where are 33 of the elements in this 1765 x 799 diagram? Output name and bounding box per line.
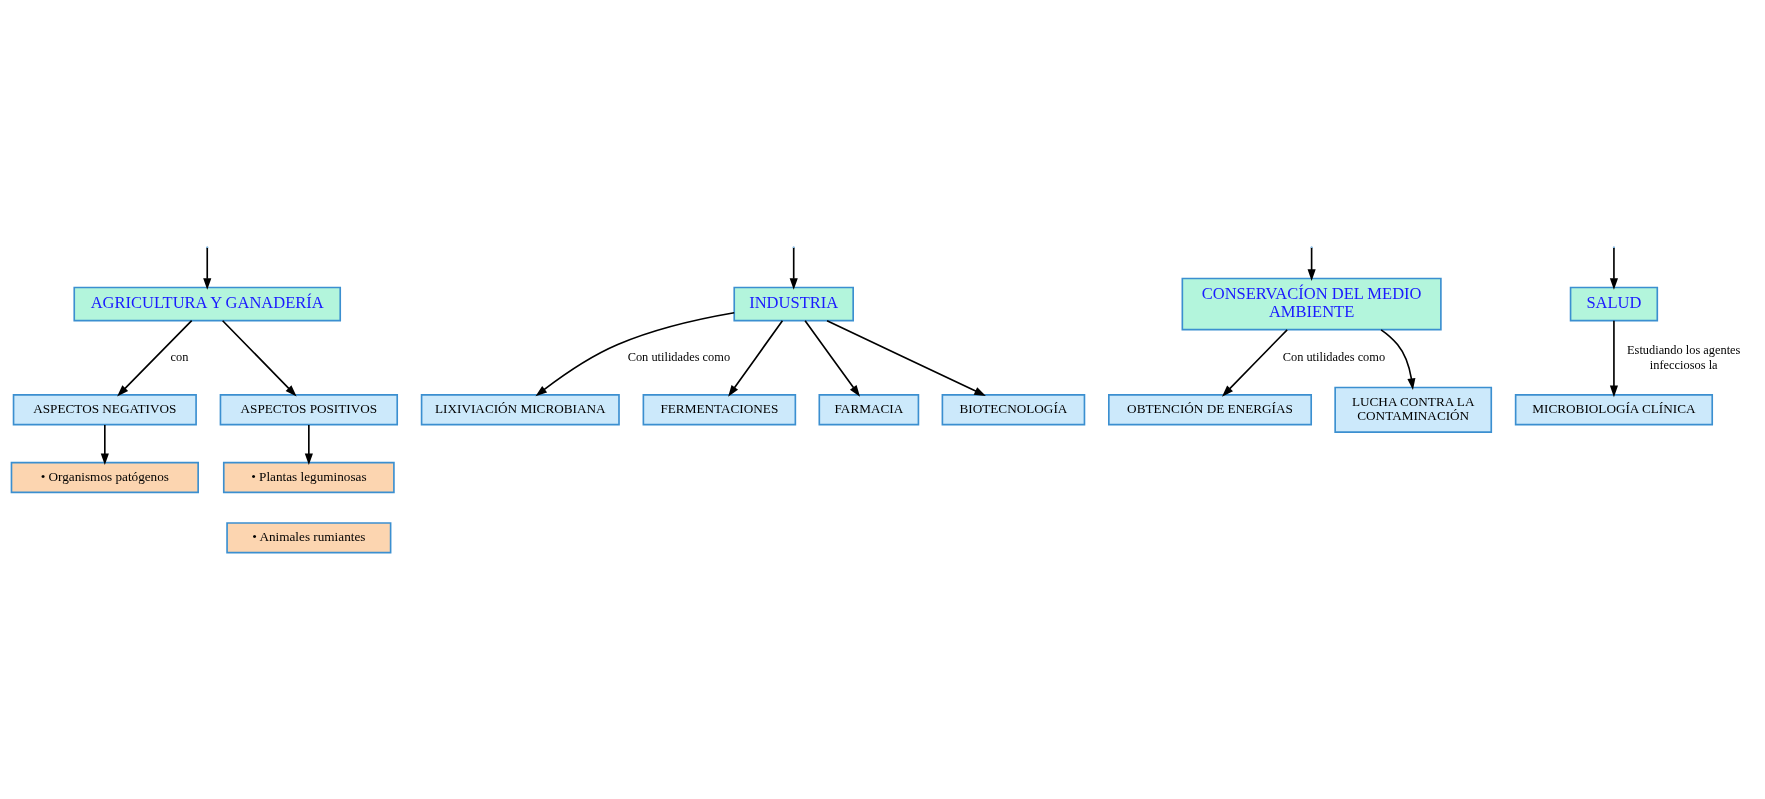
node-box: CONSERVACÍON DEL MEDIO AMBIENTE	[1181, 277, 1442, 330]
arrow	[1221, 328, 1288, 397]
edge-label: Estudiando los agentes infecciosos la	[1627, 342, 1741, 371]
arrow	[804, 319, 861, 397]
node-box: ASPECTOS NEGATIVOS	[12, 393, 197, 425]
arrow	[100, 423, 109, 465]
arrow	[1307, 246, 1316, 281]
node-box: • Organismos patógenos	[10, 461, 199, 493]
edge-label: Con utilidades como	[1282, 349, 1386, 364]
node-box: ASPECTOS POSITIVOS	[219, 393, 399, 425]
arrow	[304, 423, 313, 465]
node-box: LUCHA CONTRA LA CONTAMINACIÓN	[1334, 386, 1493, 433]
arrow	[117, 319, 193, 396]
edge-label: con	[170, 349, 189, 364]
node-box: • Animales rumiantes	[226, 521, 392, 554]
node-box: MICROBIOLOGÍA CLÍNICA	[1514, 393, 1714, 425]
node-box: • Plantas leguminosas	[222, 461, 395, 493]
arrow	[535, 311, 736, 396]
node-box: OBTENCIÓN DE ENERGÍAS	[1108, 393, 1313, 425]
arrow	[1609, 319, 1618, 397]
arrow	[826, 319, 986, 396]
arrow	[1380, 328, 1416, 390]
node-box: AGRICULTURA Y GANADERÍA	[73, 286, 342, 321]
edge-label: Con utilidades como	[627, 349, 731, 364]
arrow	[728, 319, 784, 397]
node-box: BIOTECNOLOGÍA	[941, 393, 1086, 425]
node-box: INDUSTRIA	[733, 286, 854, 321]
arrow	[221, 319, 297, 396]
arrow	[789, 246, 798, 290]
node-box: FARMACIA	[818, 393, 920, 425]
node-box: FERMENTACIONES	[642, 393, 797, 425]
node-box: LIXIVIACIÓN MICROBIANA	[420, 393, 620, 425]
node-box: SALUD	[1569, 286, 1659, 321]
